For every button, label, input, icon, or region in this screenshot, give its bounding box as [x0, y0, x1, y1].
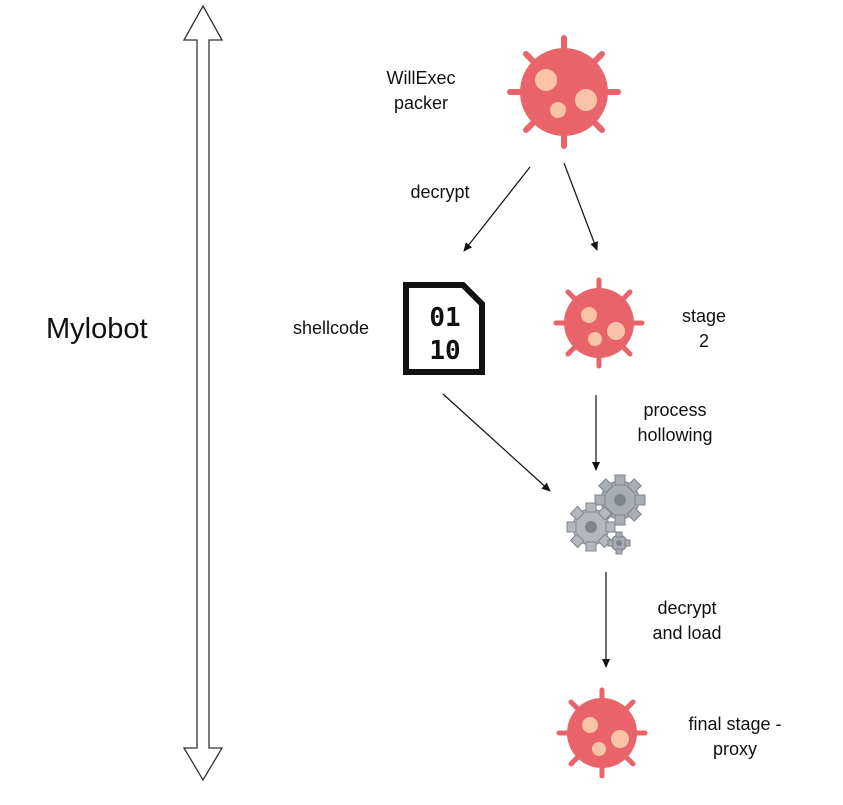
final-label-line2: proxy: [712, 739, 757, 759]
willexec-label-line1: WillExec: [386, 68, 456, 88]
binary-bits-top: 01: [429, 303, 460, 333]
virus-icon-willexec: [507, 35, 621, 149]
shellcode-label: shellcode: [292, 318, 370, 338]
stage2-label-line1: stage: [681, 306, 727, 326]
edge-label-hollow-line1: process: [643, 400, 707, 420]
final-label-line1: final stage -: [688, 714, 782, 734]
binary-bits-bottom: 10: [429, 336, 460, 366]
edge-label-load-line2: and load: [652, 623, 722, 643]
virus-icon-final: [556, 687, 648, 779]
willexec-label: WillExec packer: [366, 66, 476, 116]
virus-icon-stage2: [553, 277, 645, 369]
edge-label-process-hollowing: process hollowing: [620, 398, 730, 448]
stage2-label: stage 2: [664, 304, 744, 354]
edge-willexec-shellcode: [463, 166, 531, 252]
edge-label-load-line1: decrypt: [657, 598, 717, 618]
willexec-label-line2: packer: [393, 93, 449, 113]
edge-label-decrypt: decrypt: [410, 182, 470, 202]
final-stage-label: final stage - proxy: [670, 712, 800, 762]
diagram-title: Mylobot: [46, 313, 148, 345]
edge-shellcode-process: [442, 393, 551, 492]
edge-label-decrypt-and-load: decrypt and load: [632, 596, 742, 646]
edge-label-hollow-line2: hollowing: [637, 425, 713, 445]
edge-willexec-stage2: [563, 162, 598, 251]
stage2-label-line2: 2: [698, 331, 709, 351]
